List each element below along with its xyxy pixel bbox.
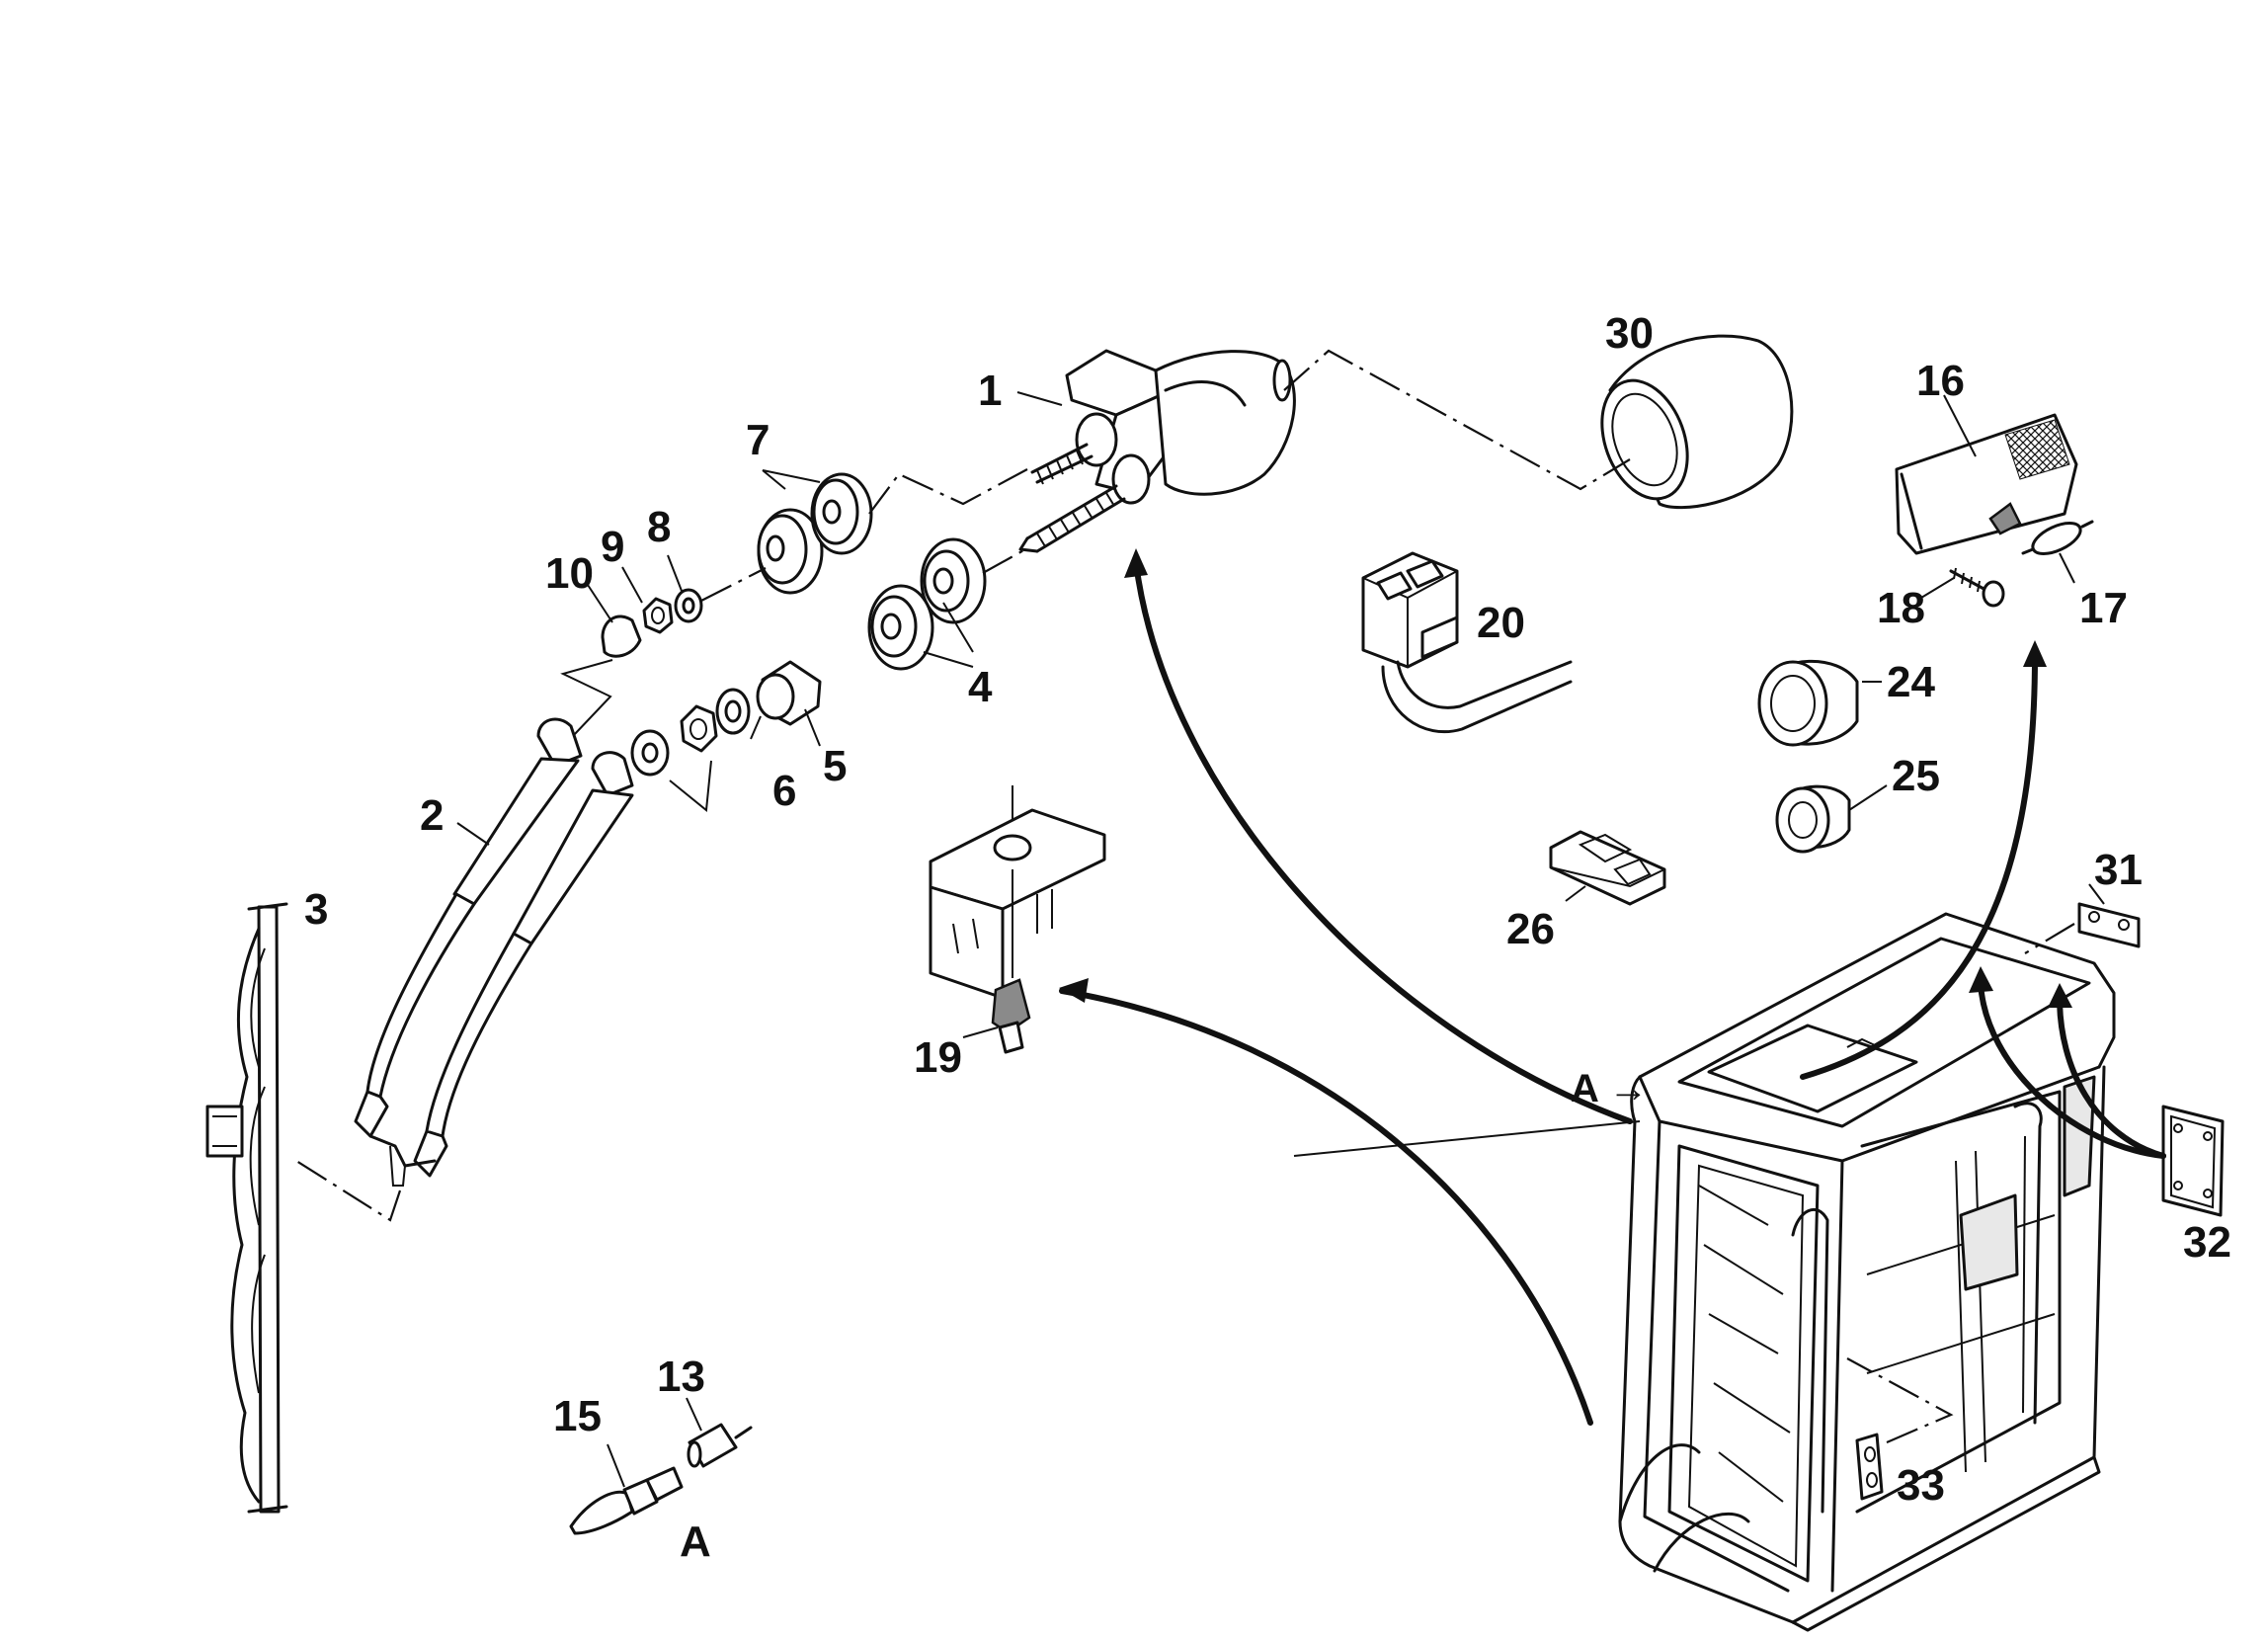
leader-lines xyxy=(456,391,2105,1488)
seal-4 xyxy=(867,537,987,671)
washer-6 xyxy=(715,688,751,735)
hose-13 xyxy=(687,1423,753,1468)
grommet-25 xyxy=(1775,784,1851,854)
label-part-8: 8 xyxy=(647,503,671,551)
washer-8 xyxy=(674,588,703,623)
grommet-24 xyxy=(1757,659,1859,747)
label-part-18: 18 xyxy=(1877,584,1925,632)
screw-18 xyxy=(1949,567,2005,608)
label-part-5: 5 xyxy=(823,742,847,790)
label-part-1: 1 xyxy=(978,367,1002,415)
label-part-2: 2 xyxy=(420,791,444,840)
label-part-30: 30 xyxy=(1605,309,1654,358)
label-part-32: 32 xyxy=(2183,1218,2231,1267)
cylinder-cover xyxy=(1600,334,1794,510)
cap-nut-10 xyxy=(601,615,642,658)
label-part-20: 20 xyxy=(1477,599,1525,647)
part-labels: 1 2 3 4 5 6 7 8 9 10 13 15 16 17 18 19 2… xyxy=(304,309,2231,1566)
label-part-26: 26 xyxy=(1506,905,1555,953)
view-mark-a-cab: A → xyxy=(1571,1067,1649,1110)
wiper-arm xyxy=(354,717,634,1187)
label-part-16: 16 xyxy=(1916,357,1965,405)
label-part-33: 33 xyxy=(1897,1461,1945,1510)
label-part-9: 9 xyxy=(601,523,624,571)
sleeve-5 xyxy=(756,660,822,726)
assembly-arrows xyxy=(1059,548,2166,1426)
bulb-17 xyxy=(2021,520,2094,555)
label-part-7: 7 xyxy=(746,416,770,464)
label-part-3: 3 xyxy=(304,885,328,934)
wiper-blade xyxy=(205,902,288,1514)
bracket-33 xyxy=(1855,1433,1884,1501)
label-part-17: 17 xyxy=(2079,584,2128,632)
connector-20 xyxy=(1361,551,1573,734)
plate-32 xyxy=(2161,1105,2225,1217)
label-part-24: 24 xyxy=(1887,658,1935,706)
label-part-13: 13 xyxy=(657,1353,705,1401)
label-part-4: 4 xyxy=(968,663,993,711)
clip-26 xyxy=(1549,830,1666,906)
nut-9 xyxy=(642,597,674,634)
label-part-25: 25 xyxy=(1892,752,1940,800)
nozzle-15 xyxy=(569,1466,684,1535)
label-part-31: 31 xyxy=(2094,846,2143,894)
label-part-15: 15 xyxy=(553,1392,602,1440)
operator-cab xyxy=(1618,912,2116,1632)
plate-31 xyxy=(2077,902,2141,948)
label-part-19: 19 xyxy=(914,1033,962,1082)
label-part-6: 6 xyxy=(772,767,796,815)
nut-washer-pair xyxy=(630,704,718,812)
lamp-16 xyxy=(1895,413,2078,555)
seal-7 xyxy=(757,469,873,595)
label-part-10: 10 xyxy=(545,549,594,598)
wiper-motor xyxy=(1018,349,1296,553)
view-mark-a-nozzle: A xyxy=(680,1518,711,1566)
bracket-with-switch xyxy=(929,785,1106,1054)
